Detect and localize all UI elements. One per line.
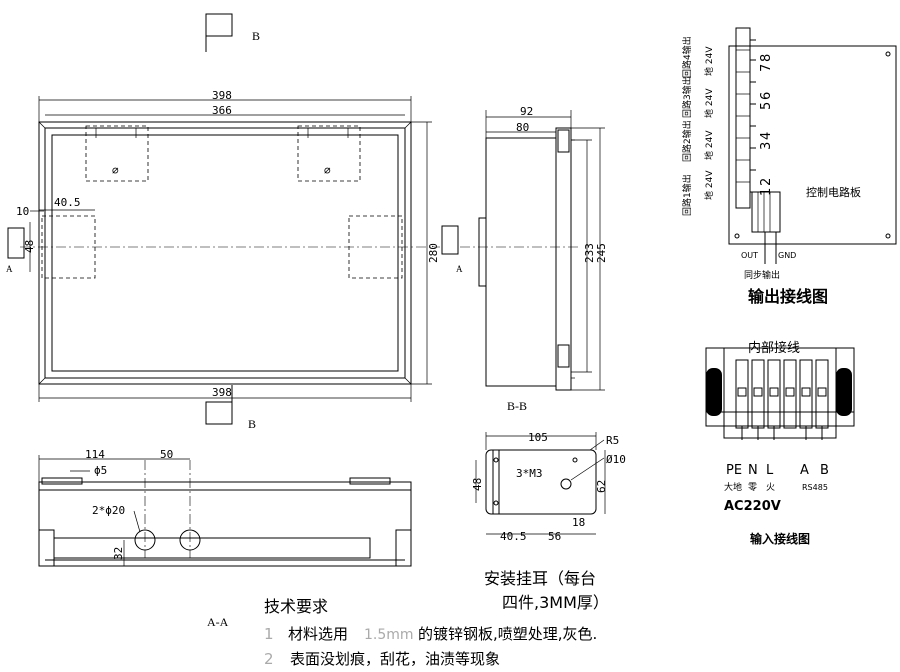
terminal-block-out (735, 27, 751, 209)
label-gnd24-1: 地 24V (703, 170, 715, 200)
svg-text:⌀: ⌀ (324, 164, 331, 177)
dim-side-h1: 233 (583, 243, 596, 263)
terminal-a: A (800, 463, 809, 478)
dim-bracket-off2: 56 (548, 530, 561, 543)
note-2-text: 表面没划痕，刮花，油渍等现象 (290, 650, 500, 668)
output-wiring-title: 输出接线图 (748, 287, 828, 306)
note-1-text-c: 的镀锌钢板,喷塑处理,灰色. (418, 625, 597, 643)
dim-bracket-radius: R5 (606, 434, 619, 447)
dim-hole-spacing: 50 (160, 448, 173, 461)
terminal-n: N (748, 463, 758, 478)
dim-inner-width: 366 (212, 104, 232, 117)
svg-text:⌀: ⌀ (112, 164, 119, 177)
label-earth: 大地 (724, 481, 742, 493)
tab-top-left (85, 125, 149, 182)
notes-title: 技术要求 (264, 597, 328, 616)
dim-width-bottom: 398 (212, 386, 232, 399)
input-wiring-title: 输入接线图 (750, 531, 810, 546)
front-view: B ⌀ ⌀ 398 366 398 (6, 13, 440, 431)
tab-top-right (297, 125, 361, 182)
terminal-num-4: 4 (759, 132, 774, 140)
dim-bracket-hole: Ø10 (606, 453, 626, 466)
dim-tab-offset: 40.5 (54, 196, 81, 209)
terminal-num-5: 5 (759, 102, 774, 110)
dim-bracket-h1: 48 (471, 478, 484, 491)
control-board (728, 45, 897, 245)
section-view-title: A-A (207, 615, 229, 629)
label-gnd24-2: 地 24V (703, 130, 715, 160)
dim-bracket-edge: 18 (572, 516, 585, 529)
terminal-num-2: 2 (759, 178, 774, 186)
dim-edge: 10 (16, 205, 29, 218)
bracket-hole (560, 478, 572, 490)
section-label-a-right: A (456, 264, 463, 274)
section-view: 114 50 ϕ5 2*ϕ20 32 A-A (38, 448, 412, 629)
dim-depth-body: 80 (516, 121, 529, 134)
label-ch2: 回路2输出 (681, 120, 693, 162)
dim-height: 280 (427, 243, 440, 263)
technical-notes: 技术要求 1 材料选用 1.5mm 的镀锌钢板,喷塑处理,灰色. 2 表面没划痕… (264, 597, 597, 668)
label-rs485: RS485 (802, 483, 828, 492)
dim-bracket-screw: 3*M3 (516, 467, 543, 480)
output-wiring-diagram: 回路1输出 回路2输出 回路3输出 回路4输出 地 24V 地 24V 地 24… (681, 27, 897, 306)
dim-width-top: 398 (212, 89, 232, 102)
section-flag-top (205, 13, 233, 37)
terminal-num-7: 7 (759, 64, 774, 72)
label-live: 火 (766, 482, 775, 493)
side-body (485, 137, 557, 387)
board-label: 控制电路板 (806, 185, 861, 199)
gnd-label: GND (778, 251, 796, 260)
mounting-bracket: 105 R5 Ø10 3*M3 48 62 18 40.5 56 安装挂耳（每台… (471, 431, 626, 612)
sync-output-label: 同步输出 (744, 269, 780, 281)
terminal-b: B (820, 463, 829, 478)
side-view-title: B-B (507, 399, 527, 413)
dim-depth-total: 92 (520, 105, 533, 118)
note-1-text-a: 材料选用 (288, 625, 348, 643)
bracket-title-2: 四件,3MM厚） (502, 593, 609, 612)
bracket-title-1: 安装挂耳（每台 (484, 569, 596, 588)
dim-bracket-off1: 40.5 (500, 530, 527, 543)
dim-small-hole: ϕ5 (94, 464, 107, 477)
label-ch3: 回路3输出 (681, 76, 693, 118)
dim-bracket-width: 105 (528, 431, 548, 444)
section-flag-a-left (7, 227, 25, 259)
label-gnd24-3: 地 24V (703, 88, 715, 118)
dim-section-height: 32 (112, 547, 125, 560)
out-label: OUT (741, 251, 758, 260)
label-ch4: 回路4输出 (681, 36, 693, 78)
bracket-outline (485, 449, 597, 515)
label-ch1: 回路1输出 (681, 174, 693, 216)
dim-side-h2: 245 (595, 243, 608, 263)
note-2-number: 2 (264, 650, 274, 668)
section-flag-a-right (441, 225, 459, 255)
terminal-num-8: 8 (759, 54, 774, 62)
terminal-l: L (766, 463, 774, 478)
input-wiring-diagram: 内部接线 PE N L A B 大地 零 火 RS485 AC220V 输入接线… (705, 340, 855, 546)
label-neutral: 零 (748, 482, 757, 493)
enclosure-outline (38, 121, 412, 385)
dim-large-holes: 2*ϕ20 (92, 504, 125, 517)
note-1-number: 1 (264, 625, 274, 643)
terminal-num-1: 1 (759, 188, 774, 196)
side-view: A 92 80 233 245 B-B (441, 105, 608, 413)
dim-hole-pos: 114 (85, 448, 105, 461)
terminal-num-6: 6 (759, 92, 774, 100)
dim-tab-height: 48 (23, 240, 36, 253)
internal-wiring-label: 内部接线 (748, 340, 800, 356)
terminal-num-3: 3 (759, 142, 774, 150)
label-ac220v: AC220V (724, 499, 781, 514)
section-label-b-top: B (252, 29, 260, 43)
section-flag-bottom (205, 401, 233, 425)
label-gnd24-4: 地 24V (703, 46, 715, 76)
note-1-thickness: 1.5mm (364, 627, 414, 643)
section-label-a-left: A (6, 264, 13, 274)
dim-bracket-h2: 62 (595, 480, 608, 493)
section-body (38, 481, 412, 567)
terminal-pe: PE (726, 463, 742, 478)
section-label-b-bottom: B (248, 417, 256, 431)
